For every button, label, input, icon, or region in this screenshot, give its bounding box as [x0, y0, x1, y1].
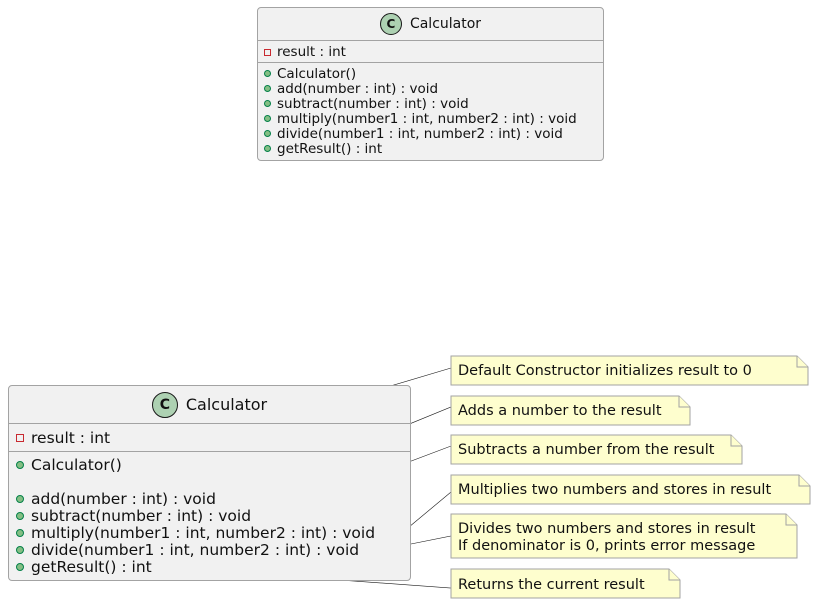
public-visibility-icon: [264, 130, 271, 137]
class-name: Calculator: [185, 395, 268, 414]
operation-text: multiply(number1 : int, number2 : int) :…: [277, 110, 577, 127]
private-visibility-icon: [16, 434, 24, 442]
note-box-getresult: [450, 568, 681, 599]
note-text-multiply: Multiplies two numbers and stores in res…: [458, 482, 772, 498]
class-header: C Calculator: [258, 8, 603, 41]
note-text-divide-line2: If denominator is 0, prints error messag…: [458, 538, 756, 554]
public-visibility-icon: [16, 494, 24, 503]
operations-section: Calculator() add(number : int) : void su…: [9, 452, 410, 576]
attributes-section: result : int: [9, 424, 410, 452]
attributes-section: result : int: [258, 41, 603, 63]
public-visibility-icon: [16, 528, 24, 537]
operation-text: Calculator(): [277, 65, 357, 82]
class-calculator-top[interactable]: C Calculator result : int Calculator() a…: [257, 7, 604, 161]
operation-row: Calculator(): [264, 65, 603, 82]
public-visibility-icon: [264, 100, 271, 107]
operation-row: Calculator(): [16, 455, 410, 474]
note-text-subtract: Subtracts a number from the result: [458, 442, 715, 458]
operation-text: subtract(number : int) : void: [277, 95, 469, 112]
public-visibility-icon: [16, 511, 24, 520]
note-box-divide: [450, 513, 798, 559]
operation-row: getResult() : int: [264, 140, 603, 157]
operation-text: divide(number1 : int, number2 : int) : v…: [277, 125, 563, 142]
note-box-add: [450, 395, 691, 426]
class-name: Calculator: [409, 16, 482, 32]
attribute-row: result : int: [16, 424, 410, 452]
public-visibility-icon: [16, 460, 24, 469]
class-header: C Calculator: [9, 386, 410, 424]
public-visibility-icon: [264, 85, 271, 92]
operation-text: getResult() : int: [31, 557, 152, 576]
operation-row: divide(number1 : int, number2 : int) : v…: [16, 540, 410, 559]
class-stereotype-icon: C: [379, 13, 402, 35]
note-box-constructor: [450, 355, 809, 386]
note-box-subtract: [450, 434, 743, 465]
operation-spacer: [16, 473, 410, 490]
public-visibility-icon: [16, 545, 24, 554]
operation-text: add(number : int) : void: [31, 489, 216, 508]
operation-text: subtract(number : int) : void: [31, 506, 252, 525]
note-text-divide-line1: Divides two numbers and stores in result: [458, 521, 756, 537]
operation-text: divide(number1 : int, number2 : int) : v…: [31, 540, 360, 559]
class-stereotype-icon: C: [151, 391, 178, 418]
operations-section: Calculator() add(number : int) : void su…: [258, 63, 603, 157]
public-visibility-icon: [264, 70, 271, 77]
operation-row: multiply(number1 : int, number2 : int) :…: [16, 523, 410, 542]
note-text-getresult: Returns the current result: [458, 577, 645, 593]
public-visibility-icon: [16, 562, 24, 571]
operation-row: divide(number1 : int, number2 : int) : v…: [264, 125, 603, 142]
operation-text: add(number : int) : void: [277, 80, 439, 97]
public-visibility-icon: [264, 115, 271, 122]
class-calculator-bottom[interactable]: C Calculator result : int Calculator() a…: [8, 385, 411, 581]
operation-row: subtract(number : int) : void: [16, 506, 410, 525]
public-visibility-icon: [264, 145, 271, 152]
operation-text: multiply(number1 : int, number2 : int) :…: [31, 523, 376, 542]
operation-text: Calculator(): [31, 455, 122, 474]
note-text-constructor: Default Constructor initializes result t…: [458, 363, 752, 379]
note-box-multiply: [450, 474, 811, 505]
attribute-row: result : int: [264, 41, 603, 63]
private-visibility-icon: [264, 48, 271, 56]
operation-row: getResult() : int: [16, 557, 410, 576]
operation-text: getResult() : int: [277, 140, 383, 157]
note-text-add: Adds a number to the result: [458, 403, 662, 419]
operation-row: add(number : int) : void: [16, 489, 410, 508]
operation-row: multiply(number1 : int, number2 : int) :…: [264, 110, 603, 127]
attribute-text: result : int: [277, 44, 346, 60]
operation-row: add(number : int) : void: [264, 80, 603, 97]
attribute-text: result : int: [31, 429, 111, 447]
operation-row: subtract(number : int) : void: [264, 95, 603, 112]
